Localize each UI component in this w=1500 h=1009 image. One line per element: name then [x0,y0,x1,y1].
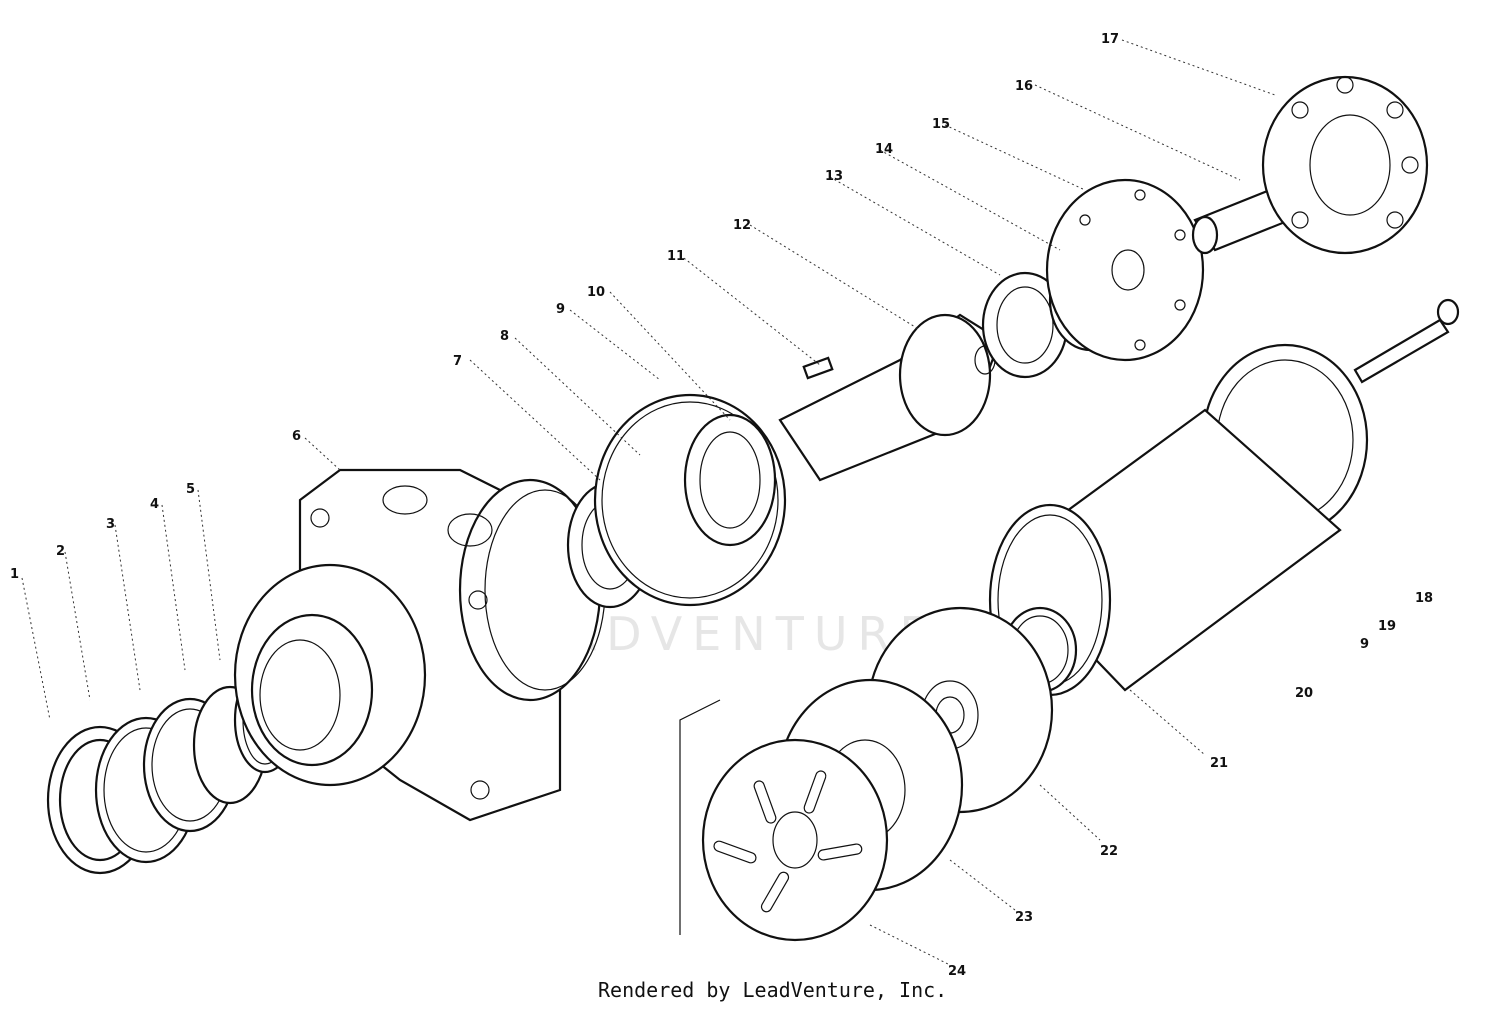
callout-22: 22 [1100,844,1118,859]
motor-housing [233,468,606,822]
callout-3: 3 [106,517,115,532]
callout-2: 2 [56,544,65,559]
callout-17: 17 [1101,32,1119,47]
callout-13: 13 [825,169,843,184]
callout-23: 23 [1015,910,1033,925]
callout-19: 19 [1378,619,1396,634]
callout-labels: 1 2 3 4 5 6 7 8 9 10 11 12 13 14 15 16 1… [10,32,1433,979]
callout-14: 14 [875,142,893,157]
wear-plate [1045,178,1205,362]
callout-16: 16 [1015,79,1033,94]
callout-6: 6 [292,429,301,444]
rotor-end-plate [1261,75,1429,255]
leader-lines [21,39,1276,966]
callout-1: 1 [10,567,19,582]
callout-24: 24 [948,964,966,979]
callout-9-lower: 9 [1360,637,1369,652]
thrust-bearing-stack [566,393,787,609]
credit-line: Rendered by LeadVenture, Inc. [598,978,947,1002]
callout-7: 7 [453,354,462,369]
callout-12: 12 [733,218,751,233]
callout-10: 10 [587,285,605,300]
end-cap [679,699,889,942]
callout-9-upper: 9 [556,302,565,317]
callout-21: 21 [1210,756,1228,771]
callout-8: 8 [500,329,509,344]
drive-shaft [778,313,1002,482]
callout-15: 15 [932,117,950,132]
callout-11: 11 [667,249,685,264]
callout-18: 18 [1415,591,1433,606]
callout-5: 5 [186,482,195,497]
callout-4: 4 [150,497,159,512]
housing-bolt [1353,298,1460,384]
callout-20: 20 [1295,686,1313,701]
